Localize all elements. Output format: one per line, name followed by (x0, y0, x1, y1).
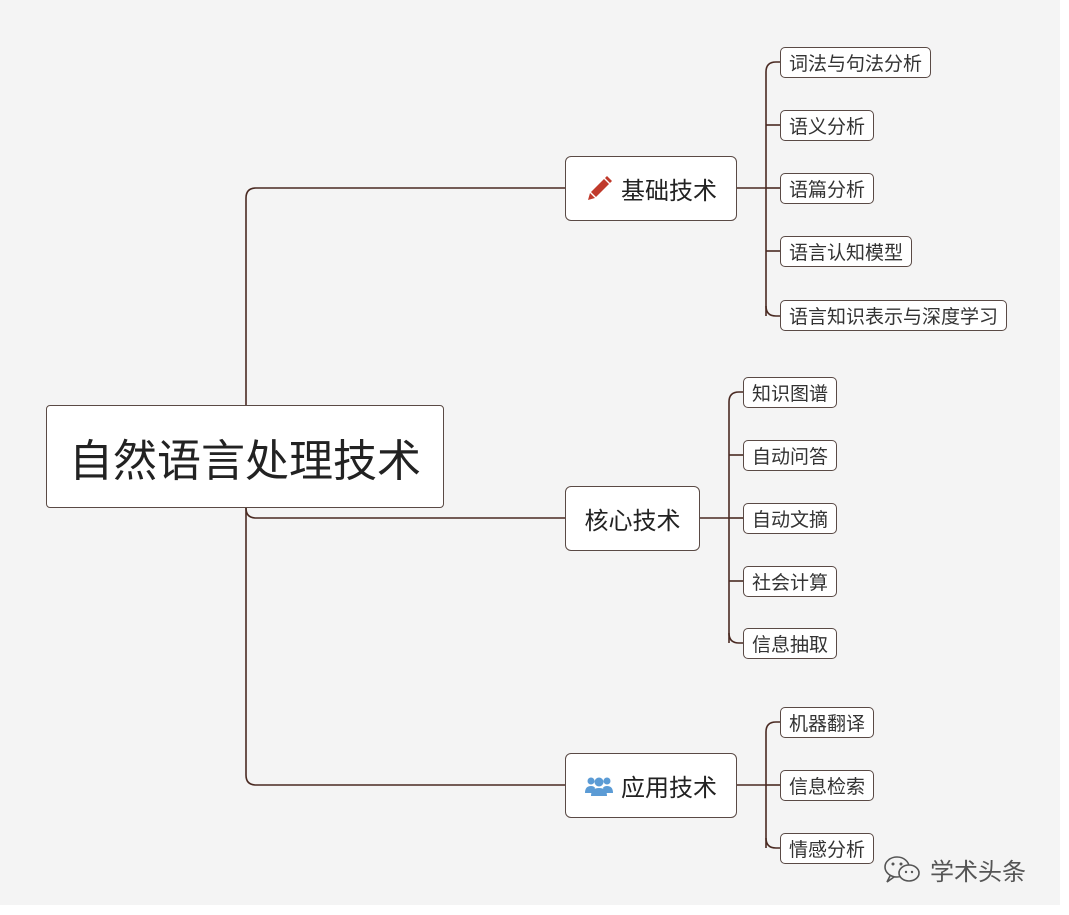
connector-root-branch-3 (245, 508, 565, 786)
root-topic-label: 自然语言处理技术 (69, 435, 421, 487)
leaf-label: 机器翻译 (789, 713, 866, 735)
branch-applied-tech-label: 应用技术 (621, 774, 717, 802)
watermark-text: 学术头条 (930, 858, 1026, 886)
leaf-machine-translation[interactable]: 机器翻译 (780, 707, 875, 738)
leaf-label: 语篇分析 (789, 179, 866, 201)
leaf-sentiment-analysis[interactable]: 情感分析 (780, 833, 875, 864)
branch-core-tech-label: 核心技术 (584, 507, 681, 535)
connector-root-branch-2 (245, 507, 565, 519)
watermark: 学术头条 (882, 852, 1026, 887)
leaf-information-extraction[interactable]: 信息抽取 (743, 628, 838, 659)
leaf-label: 情感分析 (789, 839, 866, 861)
leaf-label: 信息检索 (789, 776, 866, 798)
branch-core-tech[interactable]: 核心技术 (565, 486, 700, 551)
leaf-label: 信息抽取 (752, 634, 829, 656)
leaf-label: 社会计算 (752, 572, 829, 594)
leaf-social-computing[interactable]: 社会计算 (743, 566, 838, 597)
leaf-discourse-analysis[interactable]: 语篇分析 (780, 173, 875, 204)
users-icon (585, 773, 613, 799)
leaf-knowledge-graph[interactable]: 知识图谱 (743, 377, 838, 408)
root-topic[interactable]: 自然语言处理技术 (46, 405, 444, 508)
leaf-label: 知识图谱 (752, 383, 829, 405)
leaf-label: 语言知识表示与深度学习 (789, 306, 999, 328)
leaf-cognitive-model[interactable]: 语言认知模型 (780, 236, 913, 267)
branch-applied-tech[interactable]: 应用技术 (565, 753, 737, 818)
leaf-label: 语言认知模型 (789, 242, 904, 264)
connector-root-branch-1 (245, 187, 565, 405)
leaf-information-retrieval[interactable]: 信息检索 (780, 770, 875, 801)
leaf-lexical-syntactic-analysis[interactable]: 词法与句法分析 (780, 47, 932, 78)
leaf-question-answering[interactable]: 自动问答 (743, 440, 838, 471)
leaf-label: 语义分析 (789, 116, 866, 138)
leaf-knowledge-representation-deep-learning[interactable]: 语言知识表示与深度学习 (780, 300, 1008, 331)
leaf-semantic-analysis[interactable]: 语义分析 (780, 110, 875, 141)
leaf-label: 自动问答 (752, 446, 829, 468)
wechat-icon (882, 854, 922, 886)
leaf-label: 自动文摘 (752, 509, 829, 531)
branch-basic-tech-label: 基础技术 (621, 177, 717, 205)
branch-basic-tech[interactable]: 基础技术 (565, 156, 737, 221)
leaf-label: 词法与句法分析 (789, 53, 923, 75)
pencil-icon (585, 175, 613, 203)
leaf-summarization[interactable]: 自动文摘 (743, 503, 838, 534)
